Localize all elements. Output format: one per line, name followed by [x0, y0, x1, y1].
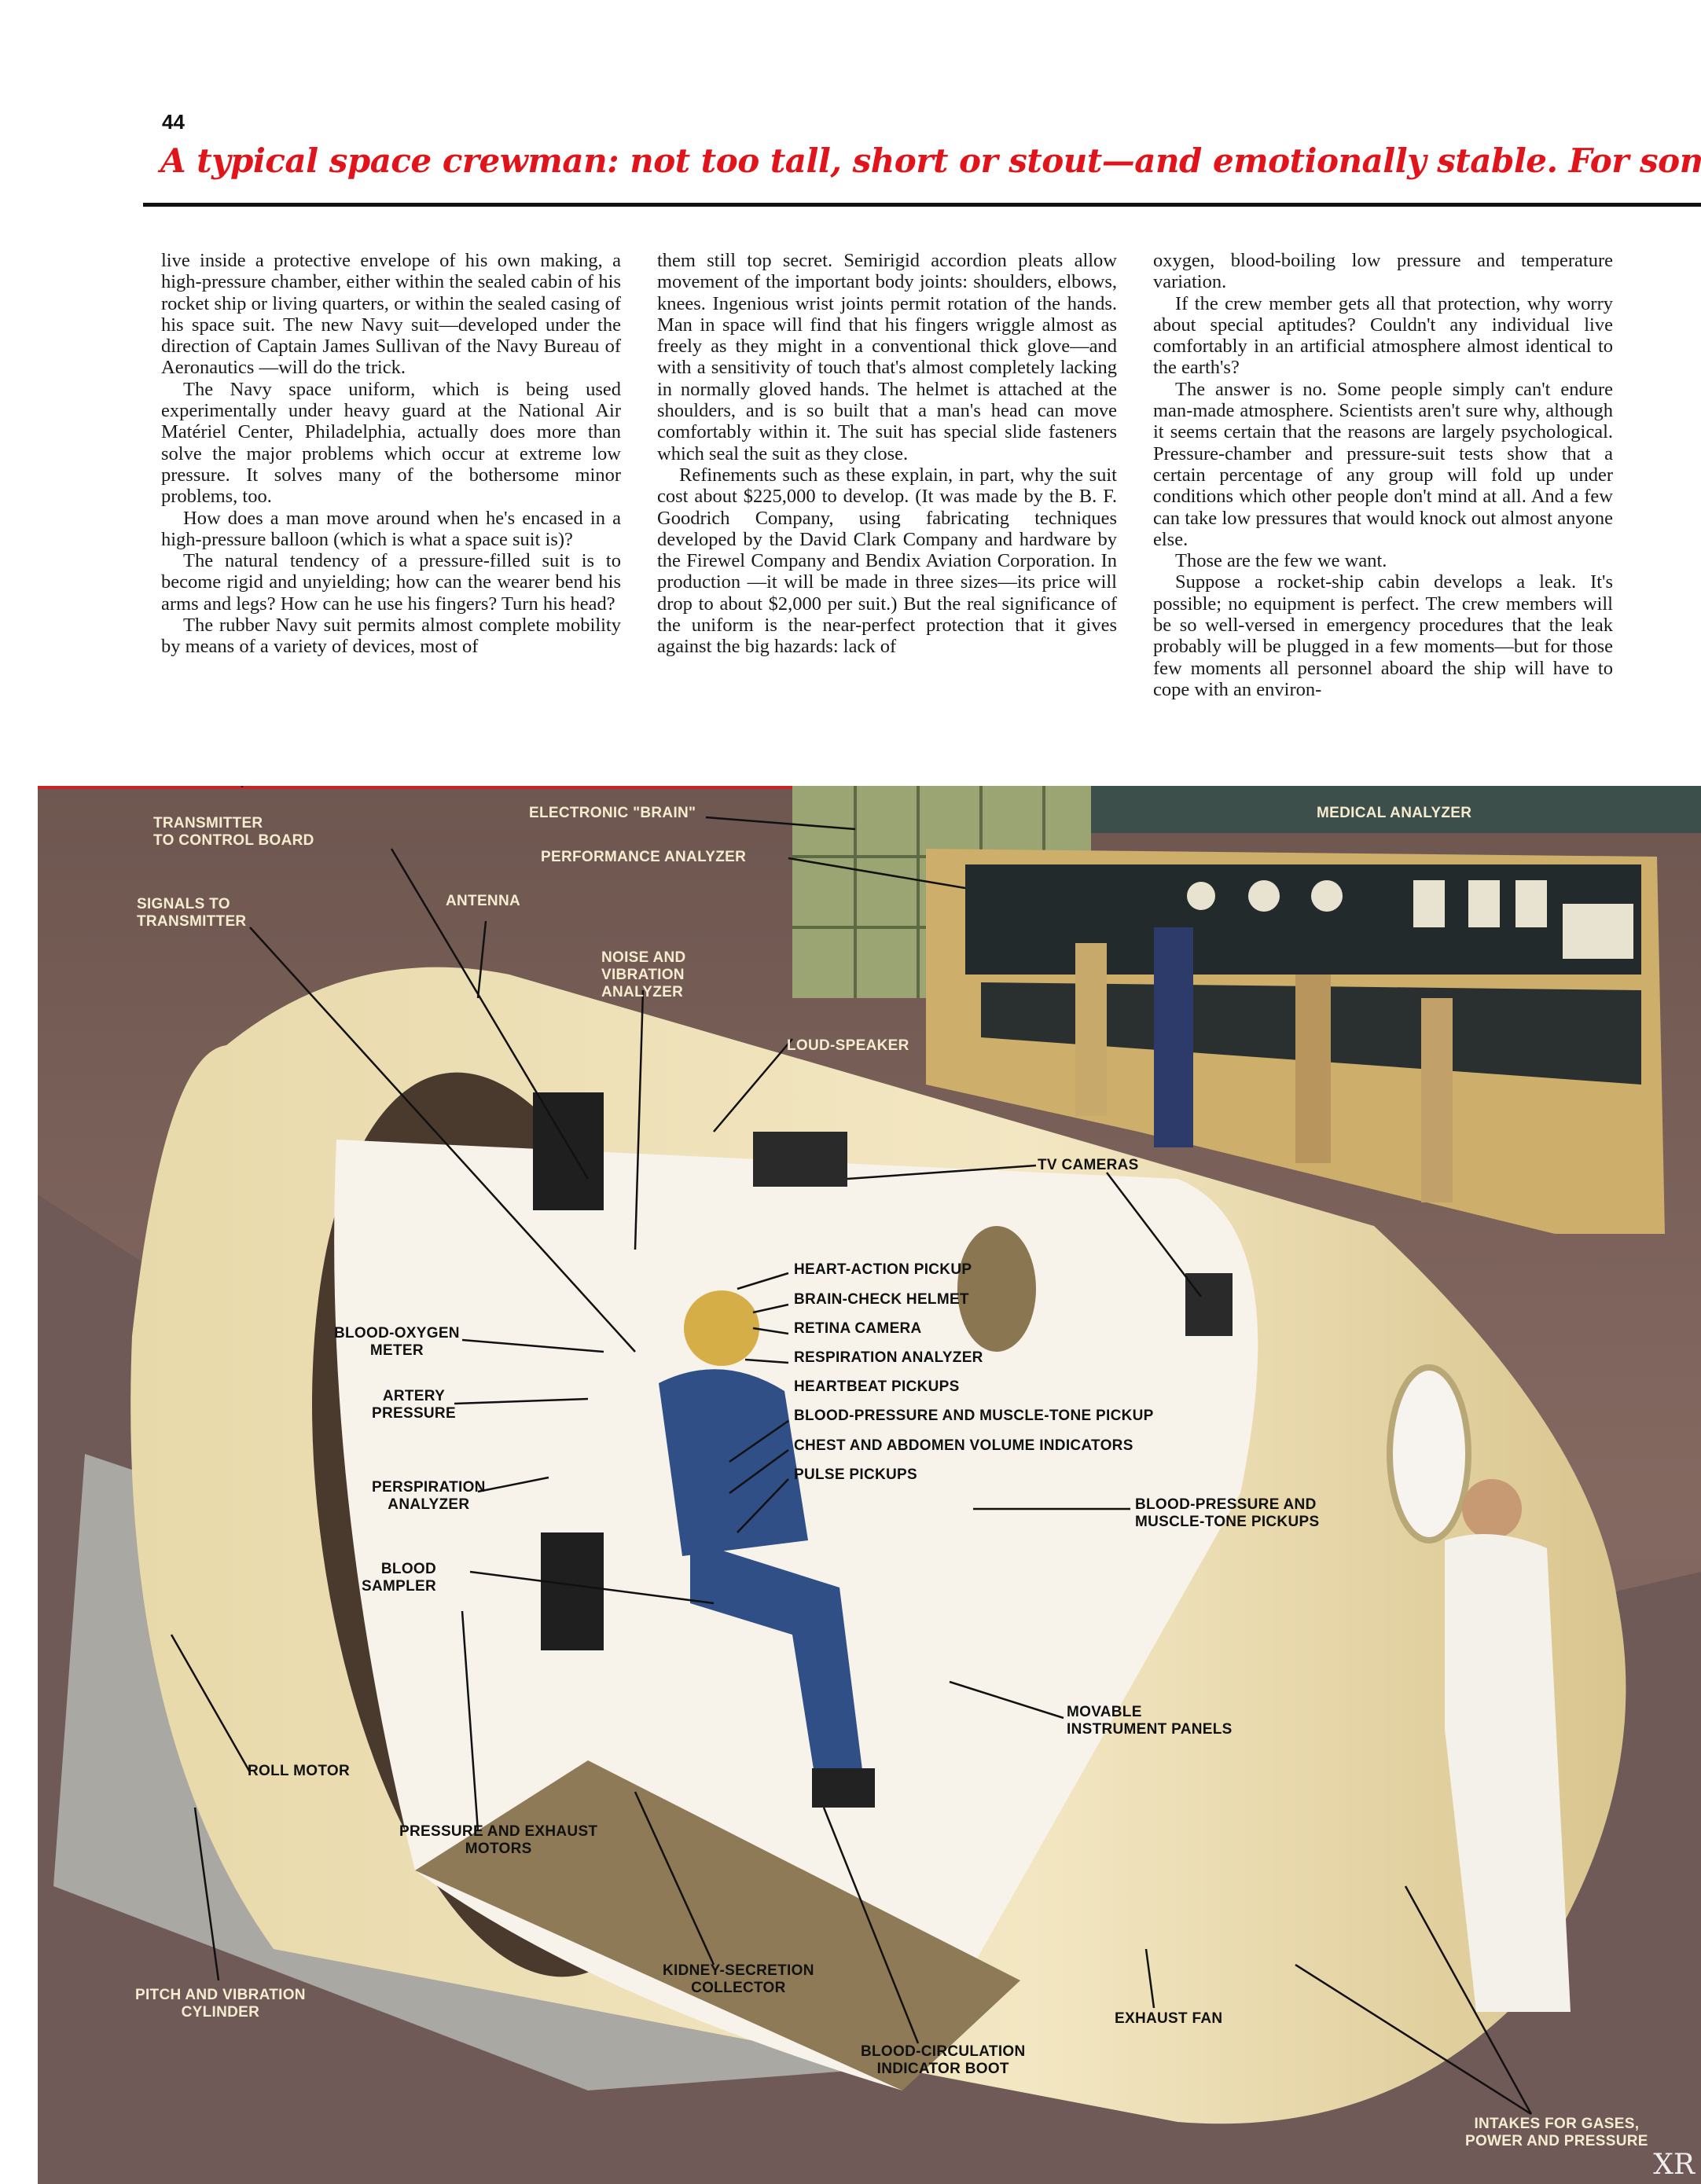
- label-roll-motor: ROLL MOTOR: [248, 1763, 351, 1779]
- label-tv-cameras: TV CAMERAS: [1038, 1157, 1139, 1173]
- label-heart-action: HEART-ACTION PICKUP: [794, 1261, 972, 1278]
- page-number: 44: [162, 110, 185, 134]
- paragraph: If the crew member gets all that protect…: [1153, 292, 1613, 379]
- porthole: [1387, 1364, 1471, 1543]
- label-antenna: ANTENNA: [446, 893, 520, 909]
- label-medical-analyzer: MEDICAL ANALYZER: [1317, 805, 1472, 821]
- paragraph: Suppose a rocket-ship cabin develops a l…: [1153, 571, 1613, 700]
- paragraph: The rubber Navy suit permits almost comp…: [161, 615, 621, 658]
- leader-lines: [170, 786, 1533, 2116]
- label-respiration: RESPIRATION ANALYZER: [794, 1349, 983, 1366]
- label-intakes: INTAKES FOR GASES,POWER AND PRESSURE: [1465, 2116, 1648, 2149]
- paragraph: Those are the few we want.: [1175, 550, 1387, 572]
- test-subject: [659, 1290, 875, 1808]
- text-column-1: live inside a protective envelope of his…: [161, 250, 621, 658]
- label-pulse: PULSE PICKUPS: [794, 1466, 917, 1483]
- label-bp-pickup: BLOOD-PRESSURE AND MUSCLE-TONE PICKUP: [794, 1408, 1154, 1424]
- tv-camera: [1185, 1273, 1233, 1336]
- instrument-panel: [541, 1532, 604, 1650]
- label-loud-speaker: LOUD-SPEAKER: [787, 1037, 909, 1054]
- illustration-drawing: [38, 786, 1701, 2184]
- header-rule: [143, 203, 1701, 207]
- paragraph: The answer is no. Some people simply can…: [1153, 378, 1613, 550]
- paragraph: Refinements such as these explain, in pa…: [657, 464, 1117, 658]
- label-retina-camera: RETINA CAMERA: [794, 1320, 922, 1337]
- watermark: XR: [1653, 2149, 1695, 2181]
- tv-camera: [753, 1132, 847, 1187]
- paragraph: live inside a protective envelope of his…: [161, 250, 621, 379]
- technicians: [1075, 927, 1453, 1202]
- label-exhaust-fan: EXHAUST FAN: [1115, 2010, 1223, 2027]
- instrument-panel: [533, 1092, 604, 1210]
- doctor: [1445, 1479, 1571, 2012]
- label-chest-abdomen: CHEST AND ABDOMEN VOLUME INDICATORS: [794, 1437, 1133, 1454]
- paragraph: How does a man move around when he's enc…: [161, 507, 621, 550]
- text-column-2: them still top secret. Semirigid accordi…: [657, 250, 1117, 658]
- paragraph: them still top secret. Semirigid accordi…: [657, 250, 1117, 464]
- paragraph: oxygen, blood-boiling low pressure and t…: [1153, 250, 1613, 293]
- headline: A typical space crewman: not too tall, s…: [160, 141, 1701, 180]
- text-column-3: oxygen, blood-boiling low pressure and t…: [1153, 250, 1613, 700]
- label-heartbeat: HEARTBEAT PICKUPS: [794, 1378, 960, 1395]
- label-electronic-brain: ELECTRONIC "BRAIN": [529, 805, 696, 821]
- paragraph: The Navy space uniform, which is being u…: [161, 378, 621, 508]
- label-performance-analyzer: PERFORMANCE ANALYZER: [541, 849, 747, 865]
- label-brain-check: BRAIN-CHECK HELMET: [794, 1291, 969, 1308]
- porthole: [957, 1226, 1036, 1352]
- paragraph: The natural tendency of a pressure-fille…: [161, 550, 621, 615]
